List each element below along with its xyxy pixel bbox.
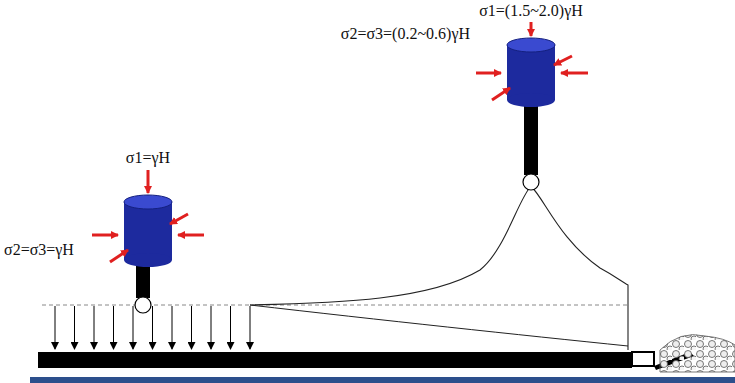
stress-label: σ1=(1.5~2.0)γH <box>479 3 583 19</box>
load-arrow <box>152 306 153 349</box>
load-arrow <box>211 306 212 349</box>
pressure-curve <box>250 186 628 350</box>
working-space <box>632 352 654 366</box>
load-arrow <box>94 306 95 349</box>
reference-line <box>42 305 628 306</box>
load-arrow <box>250 306 251 349</box>
load-arrows <box>55 306 250 349</box>
load-arrow <box>230 306 231 349</box>
stress-label: σ1=γH <box>126 150 170 166</box>
coal-seam <box>38 352 632 368</box>
load-arrow <box>133 306 134 349</box>
stress-label: σ2=σ3=γH <box>4 242 74 258</box>
lower-curve <box>250 305 628 346</box>
stress-label: σ2=σ3=(0.2~0.6)γH <box>341 26 470 42</box>
floor-line <box>30 377 735 383</box>
left-specimen <box>92 170 204 313</box>
right-specimen <box>476 22 588 190</box>
goaf-rubble <box>660 335 735 372</box>
load-arrow <box>191 306 192 349</box>
load-arrow <box>172 306 173 349</box>
load-arrow <box>74 306 75 349</box>
load-arrow <box>113 306 114 349</box>
load-arrow <box>55 306 56 349</box>
